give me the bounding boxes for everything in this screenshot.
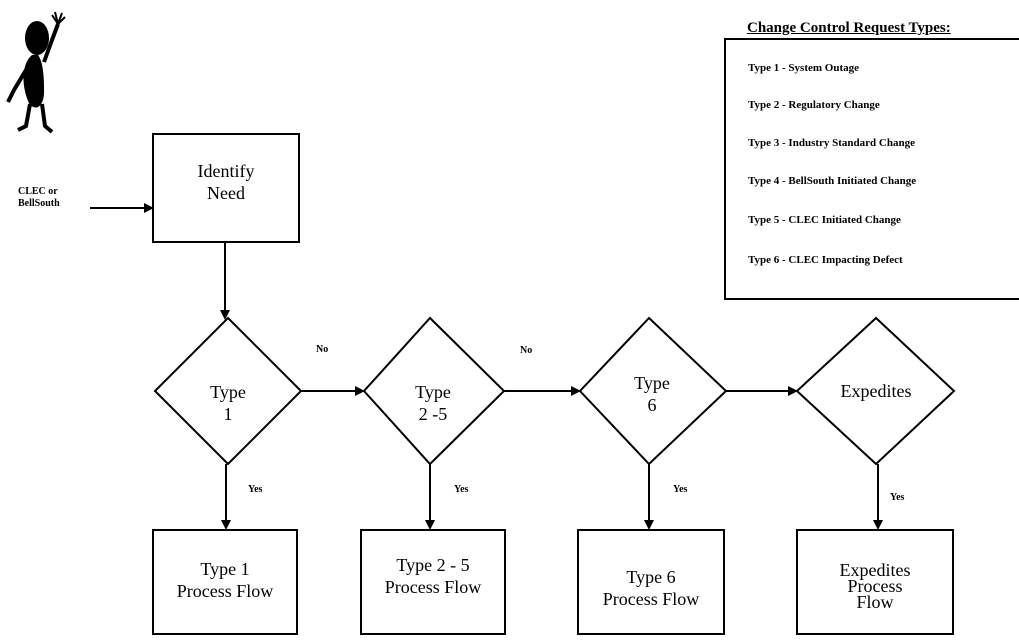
type25-process-label: Type 2 - 5 Process Flow: [361, 554, 505, 598]
identify-need-label: Identify Need: [153, 160, 299, 204]
identify-need-line1: Identify: [153, 160, 299, 182]
type1-process-label: Type 1 Process Flow: [153, 558, 297, 602]
legend-item: Type 5 - CLEC Initiated Change: [748, 214, 901, 226]
legend-item: Type 2 - Regulatory Change: [748, 99, 880, 111]
person-icon: [8, 12, 65, 132]
type6-process-line1: Type 6: [578, 566, 724, 588]
source-label-line2: BellSouth: [18, 198, 60, 210]
type6-process-label: Type 6 Process Flow: [578, 566, 724, 610]
type25-process-line2: Process Flow: [361, 576, 505, 598]
type1-decision-line2: 1: [188, 403, 268, 425]
type25-decision-line1: Type: [393, 381, 473, 403]
legend-item: Type 6 - CLEC Impacting Defect: [748, 254, 903, 266]
legend-item: Type 3 - Industry Standard Change: [748, 137, 915, 149]
type6-decision-line1: Type: [612, 372, 692, 394]
type1-process-line2: Process Flow: [153, 580, 297, 602]
yes-label-4: Yes: [890, 492, 904, 503]
type25-decision-label: Type 2 -5: [393, 381, 473, 425]
no-label-2: No: [520, 345, 532, 356]
expedites-decision-label: Expedites: [820, 380, 932, 402]
yes-label-3: Yes: [673, 484, 687, 495]
identify-need-line2: Need: [153, 182, 299, 204]
type1-decision-line1: Type: [188, 381, 268, 403]
type6-process-line2: Process Flow: [578, 588, 724, 610]
type25-decision-line2: 2 -5: [393, 403, 473, 425]
expedites-process-line3: Flow: [797, 594, 953, 610]
type1-process-line1: Type 1: [153, 558, 297, 580]
yes-label-2: Yes: [454, 484, 468, 495]
type25-process-line1: Type 2 - 5: [361, 554, 505, 576]
legend-item: Type 1 - System Outage: [748, 62, 859, 74]
type6-decision-line2: 6: [612, 394, 692, 416]
no-label-1: No: [316, 344, 328, 355]
expedites-decision-line1: Expedites: [820, 380, 932, 402]
legend-title: Change Control Request Types:: [745, 20, 953, 37]
expedites-process-label: Expedites Process Flow: [797, 562, 953, 610]
legend-item: Type 4 - BellSouth Initiated Change: [748, 175, 916, 187]
type1-decision-label: Type 1: [188, 381, 268, 425]
yes-label-1: Yes: [248, 484, 262, 495]
source-label-line1: CLEC or: [18, 186, 60, 198]
source-label: CLEC or BellSouth: [18, 186, 60, 210]
type6-decision-label: Type 6: [612, 372, 692, 416]
